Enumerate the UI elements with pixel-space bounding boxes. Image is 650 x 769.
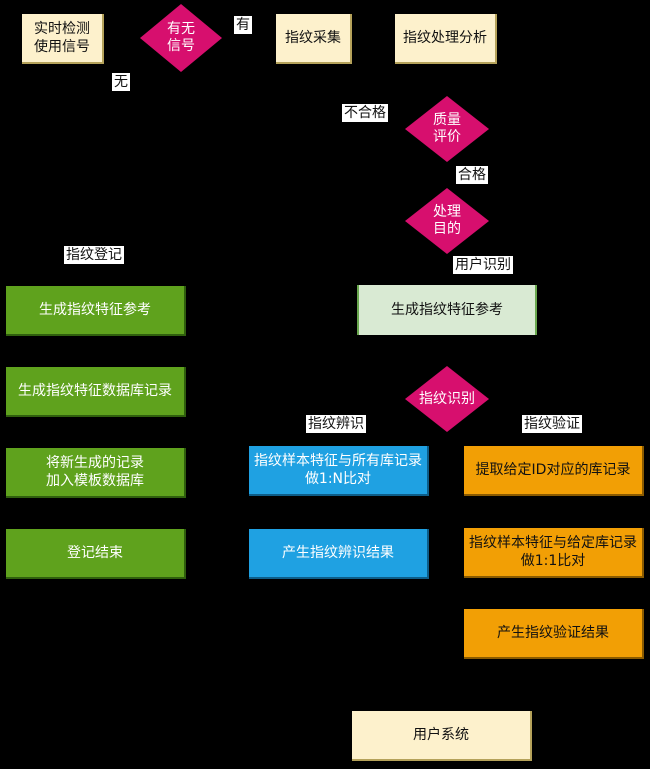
node-add-to-template-db: 将新生成的记录 加入模板数据库 [6,448,186,498]
label-no: 无 [112,73,130,91]
node-user-system: 用户系统 [352,711,532,761]
node-register-end: 登记结束 [6,529,186,579]
node-realtime-detect: 实时检测 使用信号 [22,14,104,64]
node-gen-feature-ref-left: 生成指纹特征参考 [6,286,186,336]
node-gen-feature-db-record: 生成指纹特征数据库记录 [6,367,186,417]
node-gen-verify-result: 产生指纹验证结果 [464,609,644,659]
node-compare-all: 指纹样本特征与所有库记录 做1:N比对 [249,446,429,496]
node-fp-capture: 指纹采集 [276,14,352,64]
label-qualified: 合格 [456,166,488,184]
label-fp-verify: 指纹验证 [522,415,582,433]
node-compare-one: 指纹样本特征与给定库记录 做1:1比对 [464,528,644,578]
label-yes: 有 [234,16,252,34]
label-unqualified: 不合格 [342,104,388,122]
label-fp-discern: 指纹辨识 [306,415,366,433]
node-fp-process: 指纹处理分析 [395,14,497,64]
label-user-identify: 用户识别 [453,256,513,274]
label-fp-register: 指纹登记 [64,246,124,264]
node-gen-identify-result: 产生指纹辨识结果 [249,529,429,579]
node-fetch-id-record: 提取给定ID对应的库记录 [464,446,644,496]
node-gen-feature-ref-right: 生成指纹特征参考 [357,285,537,335]
